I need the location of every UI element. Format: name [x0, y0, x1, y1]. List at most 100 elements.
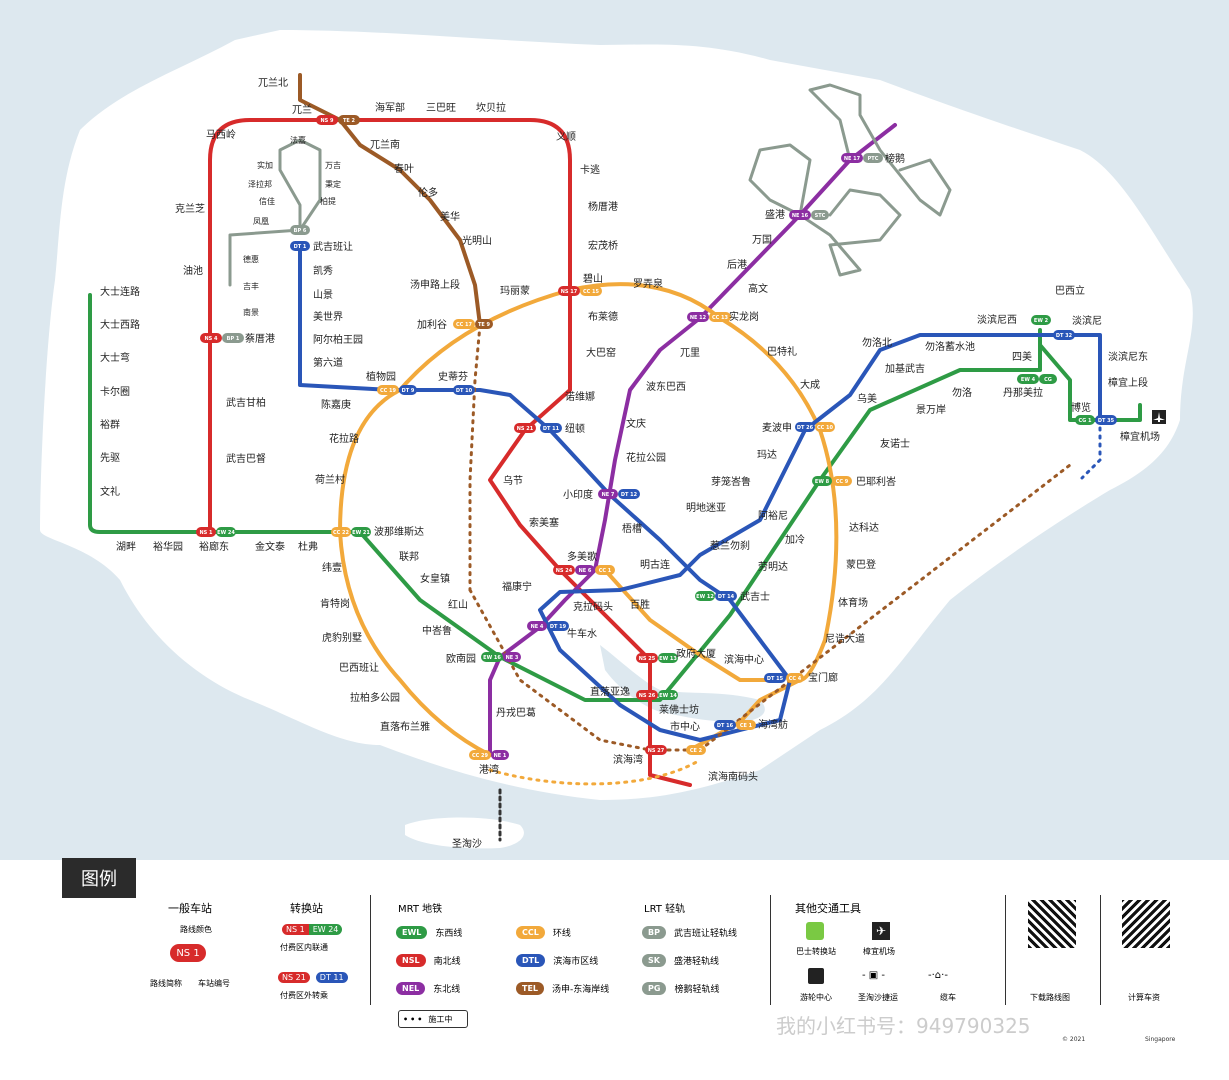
station-label[interactable]: 加利谷 — [417, 319, 447, 331]
station-label[interactable]: 勿洛 — [952, 386, 972, 399]
station-label[interactable]: 滨海南码头 — [708, 770, 758, 783]
station-label[interactable]: 武吉班让 — [313, 240, 353, 253]
station-label[interactable]: 坎贝拉 — [476, 101, 506, 114]
code-dt1[interactable]: DT 1 — [290, 241, 310, 251]
station-label[interactable]: 乌节 — [503, 474, 523, 487]
station-label[interactable]: 欧南园 — [446, 652, 476, 665]
station-label[interactable]: 文礼 — [100, 485, 120, 498]
station-label[interactable]: 花拉路 — [329, 432, 359, 445]
station-label[interactable]: 滨海湾 — [613, 753, 643, 766]
station-label[interactable]: 小印度 — [563, 488, 593, 501]
station-label[interactable]: 索美塞 — [529, 516, 559, 529]
station-label[interactable]: 福康宁 — [502, 580, 532, 593]
station-label[interactable]: 兀兰 — [292, 103, 312, 116]
station-label[interactable]: 淡滨尼 — [1072, 314, 1102, 327]
station-label[interactable]: 卡尔圈 — [100, 385, 130, 398]
station-label[interactable]: 巴耶利峇 — [856, 475, 896, 488]
code-ew2dt32[interactable]: EW 2DT 32 — [1031, 315, 1075, 340]
station-label[interactable]: 直落布兰雅 — [380, 720, 430, 733]
station-label[interactable]: 裕廊东 — [199, 540, 229, 553]
station-label[interactable]: 巴特礼 — [767, 345, 797, 358]
station-label[interactable]: 万国 — [752, 234, 772, 246]
station-label[interactable]: 海军部 — [375, 101, 405, 114]
station-label[interactable]: 武吉士 — [740, 590, 770, 603]
station-label[interactable]: 兀里 — [680, 347, 700, 359]
station-label[interactable]: 大成 — [800, 378, 820, 391]
station-label[interactable]: 莱佛士坊 — [659, 703, 699, 716]
station-label[interactable]: 大巴窑 — [586, 346, 616, 359]
station-label[interactable]: 樟宜机场 — [1120, 430, 1160, 443]
station-label[interactable]: 南景 — [243, 307, 259, 317]
station-label[interactable]: 克兰芝 — [175, 202, 205, 215]
station-label[interactable]: 高文 — [748, 282, 768, 295]
station-label[interactable]: 蒙巴登 — [846, 558, 876, 571]
station-label[interactable]: 史蒂芬 — [438, 371, 468, 383]
station-label[interactable]: 湖畔 — [116, 540, 136, 553]
station-label[interactable]: 直落亚逸 — [590, 685, 630, 698]
station-label[interactable]: 吉丰 — [243, 281, 259, 291]
station-label[interactable]: 中峇鲁 — [422, 624, 452, 637]
station-label[interactable]: 劳明达 — [758, 560, 788, 573]
station-label[interactable]: 圣淘沙 — [452, 837, 482, 850]
station-label[interactable]: 阿裕尼 — [758, 509, 788, 522]
station-label[interactable]: 巴西立 — [1055, 284, 1085, 297]
station-label[interactable]: 信佳 — [259, 196, 275, 206]
station-label[interactable]: 裕群 — [100, 418, 120, 431]
station-label[interactable]: 宏茂桥 — [588, 239, 618, 252]
station-label[interactable]: 景万岸 — [916, 404, 946, 416]
station-label[interactable]: 惹兰勿刹 — [710, 539, 750, 552]
station-label[interactable]: 樟宜上段 — [1108, 376, 1148, 389]
station-label[interactable]: 虎豹别墅 — [322, 631, 362, 644]
station-label[interactable]: 纽顿 — [565, 422, 585, 435]
station-label[interactable]: 布莱德 — [588, 310, 618, 323]
qr-code-fare[interactable] — [1122, 900, 1170, 948]
station-label[interactable]: 肯特岗 — [320, 597, 350, 610]
station-label[interactable]: 泽拉邦 — [248, 179, 272, 189]
station-label[interactable]: 百胜 — [630, 599, 650, 611]
station-label[interactable]: 美世界 — [313, 310, 343, 323]
station-label[interactable]: 友诺士 — [880, 437, 910, 450]
station-label[interactable]: 联邦 — [399, 550, 419, 563]
station-label[interactable]: 大士连路 — [100, 285, 140, 298]
station-label[interactable]: 波东巴西 — [646, 380, 686, 393]
station-label[interactable]: 兀兰北 — [258, 76, 288, 89]
station-label[interactable]: 法嘉 — [290, 135, 306, 145]
station-label[interactable]: 武吉巴督 — [226, 452, 266, 465]
station-label[interactable]: 山景 — [313, 289, 333, 301]
station-label[interactable]: 汤申路上段 — [410, 278, 460, 291]
station-label[interactable]: 四美 — [1012, 350, 1032, 363]
station-label[interactable]: 油池 — [183, 264, 203, 277]
station-label[interactable]: 丹那美拉 — [1003, 386, 1043, 399]
station-label[interactable]: 实龙岗 — [729, 310, 759, 323]
station-label[interactable]: 榜鹅 — [885, 152, 905, 165]
station-label[interactable]: 荷兰村 — [315, 473, 345, 486]
station-label[interactable]: 达科达 — [849, 521, 879, 534]
station-label[interactable]: 海湾舫 — [758, 718, 788, 731]
station-label[interactable]: 凯秀 — [313, 264, 333, 277]
station-label[interactable]: 加冷 — [785, 533, 805, 546]
station-label[interactable]: 滨海中心 — [724, 653, 764, 666]
station-label[interactable]: 三巴旺 — [426, 102, 456, 114]
station-label[interactable]: 杜弗 — [298, 540, 318, 553]
station-label[interactable]: 德惠 — [243, 254, 259, 264]
station-label[interactable]: 巴西班让 — [339, 662, 379, 674]
station-label[interactable]: 大士弯 — [100, 351, 130, 364]
station-label[interactable]: 兀兰南 — [370, 138, 400, 151]
station-label[interactable]: 勿洛北 — [862, 336, 892, 349]
station-label[interactable]: 裕华园 — [153, 540, 183, 553]
station-label[interactable]: 花拉公园 — [626, 451, 666, 464]
